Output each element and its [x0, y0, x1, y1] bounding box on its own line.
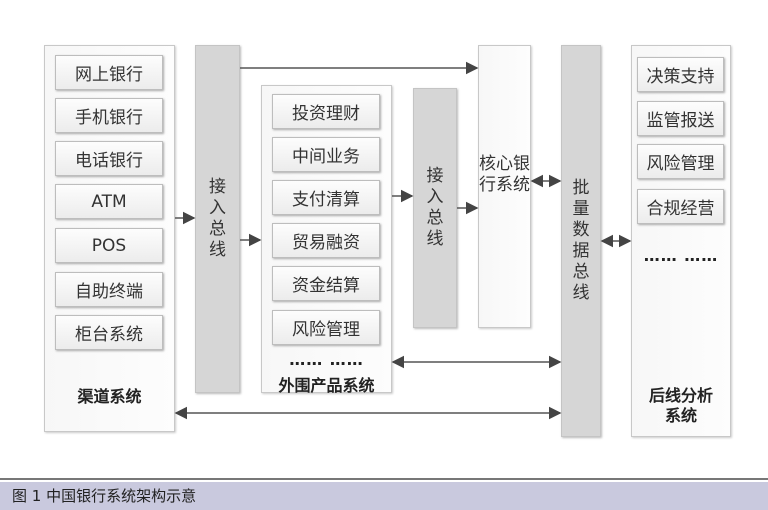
analysis-item: 监管报送 [637, 101, 724, 136]
peripheral-item: 支付清算 [272, 180, 380, 215]
caption-divider [0, 478, 768, 480]
peripheral-item: 贸易融资 [272, 223, 380, 258]
access-bus-1-label: 接入总线 [209, 177, 226, 260]
channel-item: ATM [55, 184, 163, 219]
channel-title: 渠道系统 [77, 387, 142, 406]
peripheral-item: 资金结算 [272, 266, 380, 301]
core-banking-system: 核心银行系统 [478, 45, 531, 328]
figure-caption: 图 1 中国银行系统架构示意 [0, 482, 768, 510]
channel-item: 手机银行 [55, 98, 163, 133]
batch-data-bus: 批量数据总线 [561, 45, 601, 437]
batch-data-bus-label: 批量数据总线 [572, 178, 590, 303]
channel-item: 电话银行 [55, 141, 163, 176]
channel-item: 柜台系统 [55, 315, 163, 350]
peripheral-title: 外围产品系统 [278, 376, 375, 395]
analysis-item: 合规经营 [637, 189, 724, 224]
analysis-item: 决策支持 [637, 57, 724, 92]
channel-item: POS [55, 228, 163, 263]
analysis-item: 风险管理 [637, 144, 724, 179]
channel-item: 网上银行 [55, 55, 163, 90]
channel-item: 自助终端 [55, 272, 163, 307]
analysis-ellipsis: …… …… [643, 246, 719, 265]
peripheral-item: 风险管理 [272, 310, 380, 345]
peripheral-item: 中间业务 [272, 137, 380, 172]
connector-arrows [174, 61, 632, 420]
peripheral-ellipsis: …… …… [289, 350, 364, 369]
core-banking-label: 核心银行系统 [479, 154, 530, 195]
access-bus-2-label: 接入总线 [426, 166, 444, 249]
peripheral-item: 投资理财 [272, 94, 380, 129]
analysis-title: 后线分析系统 [648, 386, 713, 425]
access-bus-2: 接入总线 [413, 88, 457, 328]
